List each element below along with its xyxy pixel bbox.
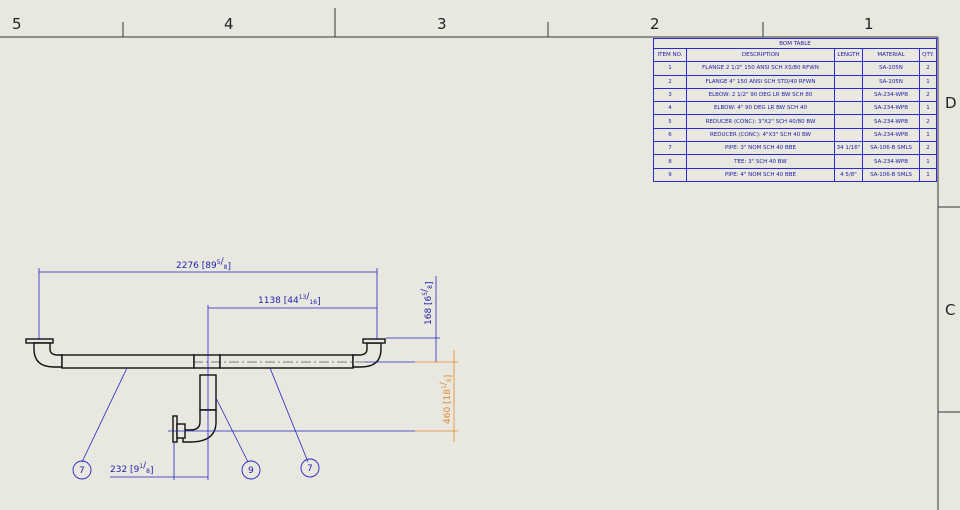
bom-cell: 2	[919, 87, 937, 103]
balloon-item: 9	[248, 466, 254, 476]
bom-cell: ELBOW: 2 1/2" 90 DEG LR BW SCH 80	[686, 87, 835, 103]
pipe-left	[61, 354, 195, 369]
bom-cell	[834, 61, 863, 76]
bom-cell: REDUCER (CONC): 4"X3" SCH 40 BW	[686, 127, 835, 143]
bom-cell: TEE: 3" SCH 40 BW	[686, 154, 835, 169]
bom-cell: SA-105N	[862, 61, 920, 76]
zone-label: 2	[650, 15, 660, 33]
col-header: MATERIAL	[862, 47, 920, 63]
zone-label: 4	[224, 15, 234, 33]
elbow-right	[352, 342, 382, 368]
zone-label: 5	[12, 15, 22, 33]
bom-cell: SA-234-WPB	[862, 87, 920, 103]
bom-cell: 7	[653, 141, 687, 156]
bom-cell: REDUCER (CONC): 3"X2" SCH 40/80 BW	[686, 114, 835, 129]
col-header: LENGTH	[834, 47, 863, 63]
bom-cell: 2	[653, 74, 687, 89]
bom-cell: 1	[919, 127, 937, 143]
bom-cell: 3	[653, 87, 687, 103]
driven-dimension	[415, 350, 458, 442]
tee	[193, 354, 221, 369]
bom-table: BOM TABLE ITEM NO. DESCRIPTION LENGTH MA…	[653, 38, 937, 182]
dimension-lines	[38, 268, 440, 480]
bom-cell	[834, 101, 863, 116]
bom-cell: SA-234-WPB	[862, 127, 920, 143]
bom-cell: 34 1/16"	[834, 141, 863, 156]
dim-half: 1138 [4413/16]	[258, 292, 321, 307]
elbow-branch	[182, 409, 217, 443]
col-header: QTY.	[919, 47, 937, 63]
zone-label: 3	[437, 15, 447, 33]
bom-cell	[834, 87, 863, 103]
bom-cell: 2	[919, 114, 937, 129]
bom-cell: ELBOW: 4" 90 DEG LR BW SCH 40	[686, 101, 835, 116]
bom-cell: PIPE: 4" NOM SCH 40 BBE	[686, 167, 835, 182]
bom-cell: 4	[653, 101, 687, 116]
bom-title: BOM TABLE	[653, 38, 937, 49]
bom-cell	[834, 127, 863, 143]
bom-cell: 1	[653, 61, 687, 76]
bom-cell: SA-106-B SMLS	[862, 141, 920, 156]
bom-cell	[834, 154, 863, 169]
bom-cell: 4 5/8"	[834, 167, 863, 182]
dim-offset: 232 [91/8]	[110, 461, 154, 476]
zone-label: D	[945, 94, 957, 112]
zone-label: 1	[864, 15, 874, 33]
bom-cell: 9	[653, 167, 687, 182]
pipe-right	[219, 354, 354, 369]
bom-cell: PIPE: 3" NOM SCH 40 BBE	[686, 141, 835, 156]
bom-cell: SA-234-WPB	[862, 101, 920, 116]
balloon-item: 7	[79, 466, 85, 476]
pipe-assembly	[25, 338, 386, 443]
bom-cell: 1	[919, 154, 937, 169]
flange-right	[362, 338, 386, 344]
bom-cell: 6	[653, 127, 687, 143]
sheet-border	[0, 8, 960, 510]
dim-rise: 168 [65/8]	[420, 281, 435, 325]
bom-cell: 2	[919, 141, 937, 156]
bom-cell: FLANGE 2 1/2" 150 ANSI SCH XS/80 RFWN	[686, 61, 835, 76]
col-header: DESCRIPTION	[686, 47, 835, 63]
dim-overall: 2276 [895/8]	[176, 257, 231, 272]
balloon-item: 7	[307, 464, 313, 474]
balloon-circles	[72, 458, 320, 480]
bom-cell: SA-234-WPB	[862, 154, 920, 169]
dim-drop: 460 [181/8]	[439, 375, 454, 424]
bom-cell: 1	[919, 167, 937, 182]
bom-cell: SA-106-B SMLS	[862, 167, 920, 182]
bom-cell: SA-234-WPB	[862, 114, 920, 129]
bom-cell: SA-105N	[862, 74, 920, 89]
bom-cell: 1	[919, 74, 937, 89]
col-header: ITEM NO.	[653, 47, 687, 63]
bom-header-row: ITEM NO. DESCRIPTION LENGTH MATERIAL QTY…	[653, 47, 937, 63]
zone-label: C	[945, 301, 955, 319]
bom-cell	[834, 114, 863, 129]
bom-cell: 8	[653, 154, 687, 169]
bom-cell: 5	[653, 114, 687, 129]
bom-cell: 2	[919, 61, 937, 76]
elbow-left	[33, 342, 63, 368]
bom-cell: FLANGE 4" 150 ANSI SCH STD/40 RFWN	[686, 74, 835, 89]
bom-cell: 1	[919, 101, 937, 116]
bom-cell	[834, 74, 863, 89]
